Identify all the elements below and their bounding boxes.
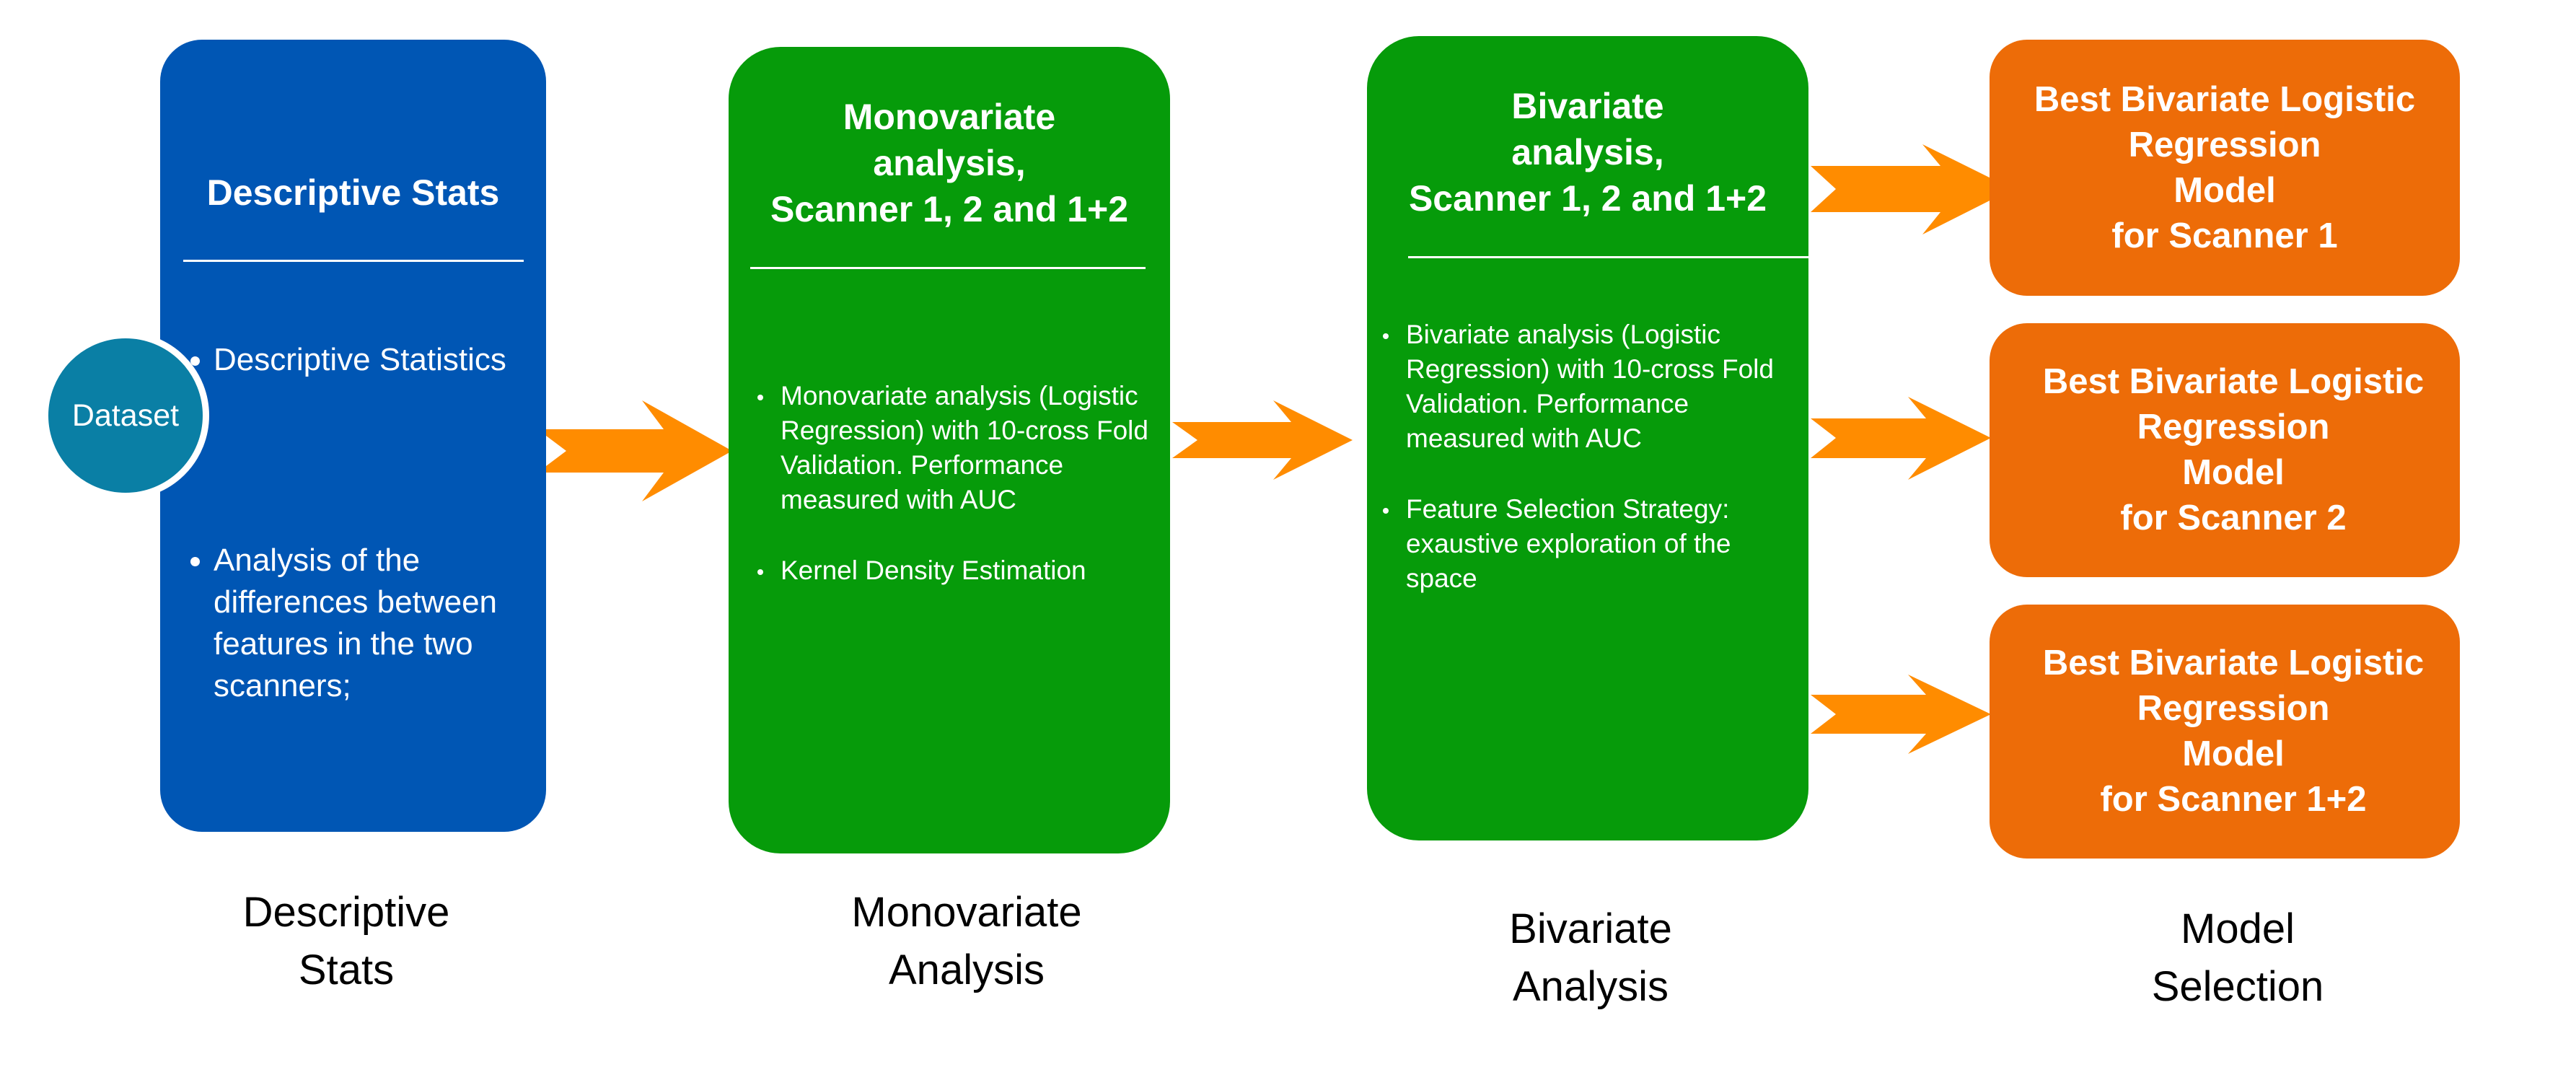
model-box-2-line2: Regression	[2137, 408, 2330, 447]
monovariate-bullets: Monovariate analysis (Logistic Regressio…	[746, 379, 1157, 588]
bivariate-title-line2: analysis,	[1511, 132, 1664, 172]
stage-label-descriptive-line2: Stats	[298, 947, 395, 993]
stage-label-bivariate: Bivariate Analysis	[1374, 900, 1807, 1016]
model-box-3-line4: for Scanner 1+2	[2100, 780, 2367, 819]
arrow-bivariate-to-model-1	[1811, 144, 2013, 234]
bullet-monovariate-analysis: Monovariate analysis (Logistic Regressio…	[746, 379, 1157, 517]
bullet-feature-selection: Feature Selection Strategy: exaustive ex…	[1371, 492, 1775, 596]
stage-label-bivariate-line1: Bivariate	[1509, 905, 1672, 952]
bivariate-box: Bivariate analysis, Scanner 1, 2 and 1+2…	[1367, 36, 1808, 840]
stage-label-monovariate-line1: Monovariate	[851, 889, 1082, 936]
model-box-1-line4: for Scanner 1	[2111, 216, 2338, 255]
stage-label-descriptive-line1: Descriptive	[242, 889, 450, 936]
arrow-bivariate-to-model-3	[1811, 675, 1991, 754]
descriptive-stats-divider	[183, 260, 524, 262]
bullet-scanner-differences: Analysis of the differences between feat…	[179, 540, 540, 707]
dataset-label: Dataset	[71, 398, 180, 433]
descriptive-stats-title: Descriptive Stats	[206, 172, 500, 213]
bullet-descriptive-statistics: Descriptive Statistics	[179, 339, 540, 381]
arrow-monovariate-to-bivariate	[1172, 400, 1353, 480]
model-box-2-line1: Best Bivariate Logistic	[2042, 362, 2425, 401]
arrow-descriptive-to-monovariate	[537, 400, 732, 501]
model-box-scanner-1-2: Best Bivariate Logistic Regression Model…	[1990, 605, 2460, 859]
monovariate-title: Monovariate analysis, Scanner 1, 2 and 1…	[729, 94, 1170, 232]
stage-label-monovariate-line2: Analysis	[889, 947, 1045, 993]
model-box-2-line3: Model	[2182, 453, 2285, 492]
model-box-3-line3: Model	[2182, 734, 2285, 773]
bivariate-bullets: Bivariate analysis (Logistic Regression)…	[1371, 317, 1775, 596]
arrow-bivariate-to-model-2	[1811, 397, 1991, 480]
monovariate-title-line1: Monovariate	[843, 97, 1056, 137]
model-box-scanner-1: Best Bivariate Logistic Regression Model…	[1990, 40, 2460, 296]
bullet-kernel-density: Kernel Density Estimation	[746, 553, 1157, 588]
monovariate-title-line3: Scanner 1, 2 and 1+2	[770, 189, 1129, 229]
stage-label-monovariate: Monovariate Analysis	[750, 884, 1183, 999]
stage-label-model-selection-line1: Model	[2181, 905, 2295, 952]
bivariate-divider	[1408, 256, 1808, 258]
model-box-2-line4: for Scanner 2	[2120, 499, 2347, 537]
model-box-1-line1: Best Bivariate Logistic	[2034, 79, 2416, 119]
bivariate-title-line1: Bivariate	[1511, 86, 1664, 126]
model-box-1-line3: Model	[2173, 170, 2276, 210]
descriptive-stats-bullets: Descriptive Statistics Analysis of the d…	[179, 339, 540, 707]
stage-label-model-selection-line2: Selection	[2151, 963, 2324, 1010]
dataset-circle: Dataset	[42, 332, 209, 499]
monovariate-divider	[750, 267, 1146, 269]
monovariate-title-line2: analysis,	[873, 143, 1026, 183]
model-box-3-line1: Best Bivariate Logistic	[2042, 644, 2425, 682]
monovariate-box: Monovariate analysis, Scanner 1, 2 and 1…	[729, 47, 1170, 853]
model-box-1-line2: Regression	[2128, 125, 2321, 164]
bivariate-title: Bivariate analysis, Scanner 1, 2 and 1+2	[1367, 83, 1808, 221]
bullet-bivariate-analysis: Bivariate analysis (Logistic Regression)…	[1371, 317, 1775, 456]
bivariate-title-line3: Scanner 1, 2 and 1+2	[1408, 178, 1767, 219]
model-box-scanner-2: Best Bivariate Logistic Regression Model…	[1990, 323, 2460, 577]
stage-label-bivariate-line2: Analysis	[1513, 963, 1669, 1010]
stage-label-descriptive: Descriptive Stats	[130, 884, 563, 999]
model-box-3-line2: Regression	[2137, 689, 2330, 728]
descriptive-stats-box: Descriptive Stats Descriptive Statistics…	[160, 40, 546, 832]
stage-label-model-selection: Model Selection	[2021, 900, 2454, 1016]
